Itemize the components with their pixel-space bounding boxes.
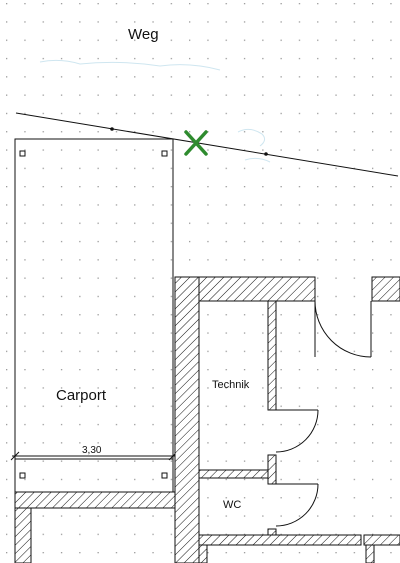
property-boundary-line (15, 112, 399, 177)
technik-label: Technik (212, 379, 250, 391)
carport-width-label: 3,30 (82, 445, 102, 456)
carport-label: Carport (56, 387, 107, 404)
path-label: Weg (128, 26, 159, 43)
corner-square-icon (19, 150, 168, 479)
cross-mark-icon[interactable] (184, 130, 208, 156)
house-walls (14, 276, 400, 563)
door-swings (275, 300, 372, 527)
carport-dimension-line (10, 451, 178, 461)
boundary-point-2 (264, 152, 268, 156)
faint-sketch-marks (39, 59, 271, 163)
boundary-point-1 (110, 127, 114, 131)
wc-label: WC (223, 499, 241, 511)
